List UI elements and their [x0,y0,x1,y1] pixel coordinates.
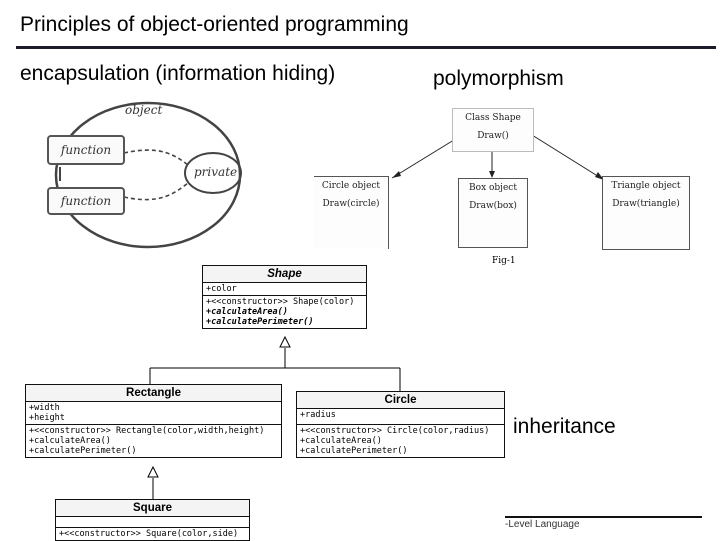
footer-rule [505,516,702,518]
uml-method: +calculatePerimeter() [29,446,137,456]
private-label: private [194,165,238,179]
function-top-label: function [60,143,112,157]
uml-method: +calculatePerimeter() [206,317,314,327]
circle-object-name: Circle object [321,181,381,191]
uml-attribute: +width [29,403,60,413]
box-object-method: Draw(box) [469,201,517,211]
uml-method: +calculatePerimeter() [300,446,408,456]
title-underline [16,46,716,49]
uml-class-square: Square +<<constructor>> Square(color,sid… [55,499,250,541]
triangle-object-method: Draw(triangle) [612,199,680,209]
polymorphism-diagram: Class Shape Draw() Circle object Draw(ci… [312,100,710,270]
inheritance-label: inheritance [513,415,616,438]
box-object-name: Box object [469,183,517,193]
triangle-object-box: Triangle object Draw(triangle) [602,176,690,250]
uml-method: +<<constructor>> Shape(color) [206,297,355,307]
uml-method: +calculateArea() [206,307,288,317]
uml-method: +<<constructor>> Rectangle(color,width,h… [29,426,265,436]
footer-text: -Level Language [505,519,580,530]
function-bottom-label: function [60,194,112,208]
encapsulation-sketch-lines [54,101,242,249]
uml-square-methods: +<<constructor>> Square(color,side) [56,528,249,540]
uml-class-circle: Circle +radius +<<constructor>> Circle(c… [296,391,505,458]
polymorphism-arrows [391,134,605,181]
uml-rectangle-attributes: +width +height [26,402,281,425]
function-box-top: function [47,135,125,165]
object-label: object [125,103,163,117]
class-shape-box: Class Shape Draw() [452,108,534,152]
uml-method: +<<constructor>> Circle(color,radius) [300,426,490,436]
circle-object-method: Draw(circle) [322,199,380,209]
encapsulation-sketch: object function function private [30,95,250,255]
class-shape-method: Draw() [477,131,509,141]
uml-attribute: +radius [300,410,336,420]
triangle-object-name: Triangle object [611,181,681,191]
uml-circle-attributes: +radius [297,409,504,425]
class-shape-name: Class Shape [465,113,521,123]
slide-title: Principles of object-oriented programmin… [20,13,409,36]
uml-method: +calculateArea() [29,436,111,446]
box-object-box: Box object Draw(box) [458,178,528,248]
uml-circle-name: Circle [297,392,504,409]
uml-square-name: Square [56,500,249,517]
uml-circle-methods: +<<constructor>> Circle(color,radius) +c… [297,425,504,457]
figure-caption: Fig-1 [492,256,516,266]
encapsulation-label: encapsulation (information hiding) [20,62,336,85]
uml-shape-name: Shape [203,266,366,283]
polymorphism-label: polymorphism [433,67,564,90]
circle-object-box: Circle object Draw(circle) [314,176,389,249]
uml-shape-attributes: +color [203,283,366,296]
uml-square-attributes [56,517,249,528]
uml-method: +<<constructor>> Square(color,side) [59,529,239,539]
uml-rectangle-name: Rectangle [26,385,281,402]
uml-shape-methods: +<<constructor>> Shape(color) +calculate… [203,296,366,328]
uml-class-shape: Shape +color +<<constructor>> Shape(colo… [202,265,367,329]
uml-attribute: +color [206,284,237,294]
uml-method: +calculateArea() [300,436,382,446]
function-box-bottom: function [47,187,125,215]
uml-rectangle-methods: +<<constructor>> Rectangle(color,width,h… [26,425,281,457]
uml-class-rectangle: Rectangle +width +height +<<constructor>… [25,384,282,458]
uml-attribute: +height [29,413,65,423]
